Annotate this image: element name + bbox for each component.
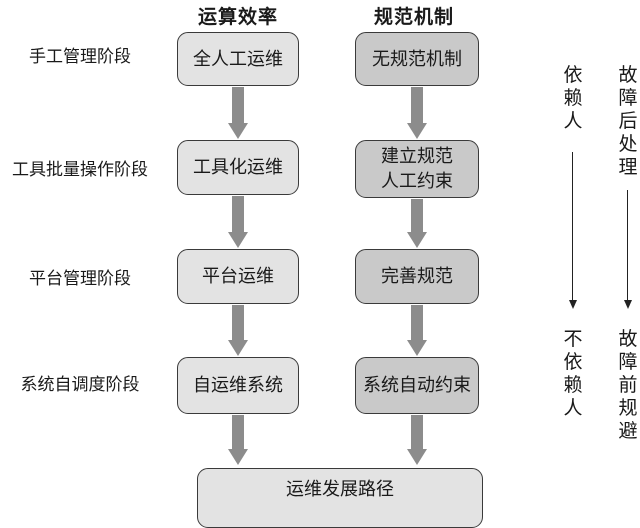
- box-full-manual-ops: 全人工运维: [177, 32, 299, 86]
- axis-line-fault: [627, 190, 629, 302]
- box-ops-development-path: 运维发展路径: [197, 468, 483, 528]
- arrow-down-icon: [624, 300, 632, 309]
- down-arrow-icon: [407, 415, 427, 465]
- box-tool-ops: 工具化运维: [177, 140, 299, 195]
- axis-label-not-depend-on-people: 不依赖人: [563, 328, 583, 419]
- down-arrow-icon: [407, 305, 427, 356]
- column-title-norms: 规范机制: [373, 6, 454, 28]
- axis-label-depends-on-people: 依赖人: [563, 64, 583, 132]
- axis-line-dependency: [572, 152, 574, 302]
- down-arrow-icon: [228, 196, 248, 248]
- axis-label-pre-fault-avoidance: 故障前规避: [618, 328, 638, 442]
- down-arrow-icon: [228, 87, 248, 139]
- stage-label-self-scheduling: 系统自调度阶段: [20, 375, 140, 395]
- arrow-down-icon: [569, 300, 577, 309]
- box-no-norms: 无规范机制: [355, 32, 479, 86]
- column-title-efficiency: 运算效率: [197, 6, 278, 28]
- box-self-ops-system: 自运维系统: [177, 357, 299, 414]
- box-norms-manual-constraint: 建立规范 人工约束: [355, 140, 479, 198]
- down-arrow-icon: [228, 305, 248, 356]
- box-platform-ops: 平台运维: [177, 249, 299, 304]
- box-system-auto-constraint: 系统自动约束: [355, 357, 479, 414]
- down-arrow-icon: [407, 87, 427, 139]
- down-arrow-icon: [407, 199, 427, 248]
- box-improve-norms: 完善规范: [355, 249, 479, 304]
- axis-label-post-fault-handling: 故障后处理: [618, 64, 638, 178]
- stage-label-platform: 平台管理阶段: [29, 269, 131, 289]
- down-arrow-icon: [228, 415, 248, 465]
- stage-label-tool-batch: 工具批量操作阶段: [12, 160, 148, 180]
- stage-label-manual: 手工管理阶段: [29, 47, 131, 67]
